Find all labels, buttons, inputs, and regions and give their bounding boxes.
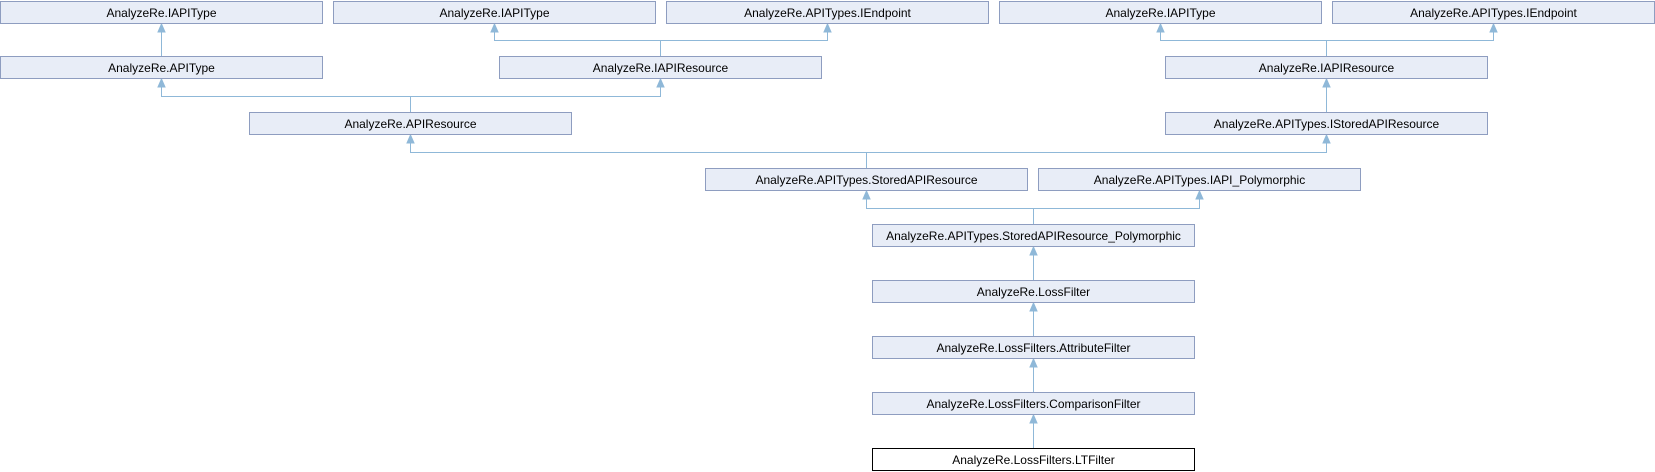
class-node[interactable]: AnalyzeRe.LossFilters.ComparisonFilter bbox=[872, 392, 1195, 415]
class-box bbox=[1165, 112, 1488, 135]
inheritance-arrowhead bbox=[1322, 133, 1331, 144]
class-box bbox=[1038, 168, 1361, 191]
class-node[interactable]: AnalyzeRe.IAPIType bbox=[999, 1, 1322, 24]
class-node[interactable]: AnalyzeRe.APITypes.StoredAPIResource_Pol… bbox=[872, 224, 1195, 247]
class-label: AnalyzeRe.APIResource bbox=[344, 117, 476, 131]
inheritance-edge bbox=[1160, 31, 1327, 56]
class-node[interactable]: AnalyzeRe.IAPIType bbox=[333, 1, 656, 24]
class-node[interactable]: AnalyzeRe.APITypes.IEndpoint bbox=[666, 1, 989, 24]
inheritance-arrowhead bbox=[1489, 22, 1498, 33]
class-node[interactable]: AnalyzeRe.APITypes.IAPI_Polymorphic bbox=[1038, 168, 1361, 191]
class-node[interactable]: AnalyzeRe.LossFilter bbox=[872, 280, 1195, 303]
class-box bbox=[1165, 56, 1488, 79]
inheritance-arrowhead bbox=[1156, 22, 1165, 33]
class-node[interactable]: AnalyzeRe.APIResource bbox=[249, 112, 572, 135]
inheritance-arrowhead bbox=[1029, 245, 1038, 256]
inheritance-edge bbox=[866, 142, 1327, 168]
class-node[interactable]: AnalyzeRe.LossFilters.AttributeFilter bbox=[872, 336, 1195, 359]
class-box bbox=[872, 392, 1195, 415]
class-box bbox=[0, 56, 323, 79]
class-label: AnalyzeRe.APITypes.IStoredAPIResource bbox=[1214, 117, 1440, 131]
inheritance-arrowhead bbox=[1029, 413, 1038, 424]
inheritance-edge bbox=[1326, 31, 1494, 56]
class-box bbox=[666, 1, 989, 24]
inheritance-arrowhead bbox=[1029, 357, 1038, 368]
class-box bbox=[333, 1, 656, 24]
inheritance-edge bbox=[1033, 198, 1200, 224]
class-label: AnalyzeRe.APIType bbox=[108, 61, 215, 75]
inheritance-edge bbox=[866, 198, 1034, 224]
class-box bbox=[872, 336, 1195, 359]
class-label: AnalyzeRe.IAPIResource bbox=[593, 61, 729, 75]
class-box bbox=[705, 168, 1028, 191]
inheritance-edge bbox=[161, 86, 411, 112]
class-box bbox=[872, 280, 1195, 303]
inheritance-arrowhead bbox=[823, 22, 832, 33]
inheritance-arrowhead bbox=[1195, 189, 1204, 200]
class-label: AnalyzeRe.IAPIResource bbox=[1259, 61, 1395, 75]
class-label: AnalyzeRe.APITypes.IEndpoint bbox=[744, 6, 911, 20]
class-label: AnalyzeRe.IAPIType bbox=[1105, 6, 1215, 20]
class-node[interactable]: AnalyzeRe.APITypes.IStoredAPIResource bbox=[1165, 112, 1488, 135]
class-box bbox=[0, 1, 323, 24]
inheritance-edge bbox=[410, 142, 867, 168]
class-label: AnalyzeRe.APITypes.IEndpoint bbox=[1410, 6, 1577, 20]
inheritance-arrowhead bbox=[656, 77, 665, 88]
class-node[interactable]: AnalyzeRe.IAPIResource bbox=[499, 56, 822, 79]
class-box bbox=[499, 56, 822, 79]
class-box bbox=[249, 112, 572, 135]
class-node[interactable]: AnalyzeRe.IAPIResource bbox=[1165, 56, 1488, 79]
class-label: AnalyzeRe.APITypes.IAPI_Polymorphic bbox=[1094, 173, 1305, 187]
class-label: AnalyzeRe.LossFilter bbox=[977, 285, 1090, 299]
inheritance-arrowhead bbox=[862, 189, 871, 200]
class-label: AnalyzeRe.LossFilters.LTFilter bbox=[952, 453, 1115, 467]
class-box bbox=[872, 224, 1195, 247]
inheritance-arrowhead bbox=[1029, 301, 1038, 312]
edges-layer bbox=[157, 22, 1498, 448]
inheritance-arrowhead bbox=[406, 133, 415, 144]
class-node-current: AnalyzeRe.LossFilters.LTFilter bbox=[872, 448, 1195, 471]
class-label: AnalyzeRe.LossFilters.AttributeFilter bbox=[936, 341, 1130, 355]
inheritance-edge bbox=[410, 86, 661, 112]
class-node[interactable]: AnalyzeRe.APITypes.IEndpoint bbox=[1332, 1, 1655, 24]
class-label: AnalyzeRe.APITypes.StoredAPIResource_Pol… bbox=[886, 229, 1181, 243]
inheritance-arrowhead bbox=[157, 22, 166, 33]
class-box bbox=[872, 448, 1195, 471]
class-label: AnalyzeRe.LossFilters.ComparisonFilter bbox=[926, 397, 1140, 411]
class-node[interactable]: AnalyzeRe.IAPIType bbox=[0, 1, 323, 24]
inheritance-arrowhead bbox=[490, 22, 499, 33]
inheritance-edge bbox=[660, 31, 828, 56]
class-box bbox=[999, 1, 1322, 24]
class-node[interactable]: AnalyzeRe.APITypes.StoredAPIResource bbox=[705, 168, 1028, 191]
inheritance-arrowhead bbox=[157, 77, 166, 88]
class-node[interactable]: AnalyzeRe.APIType bbox=[0, 56, 323, 79]
class-label: AnalyzeRe.IAPIType bbox=[439, 6, 549, 20]
class-label: AnalyzeRe.APITypes.StoredAPIResource bbox=[755, 173, 977, 187]
class-label: AnalyzeRe.IAPIType bbox=[106, 6, 216, 20]
inheritance-edge bbox=[494, 31, 661, 56]
inheritance-arrowhead bbox=[1322, 77, 1331, 88]
